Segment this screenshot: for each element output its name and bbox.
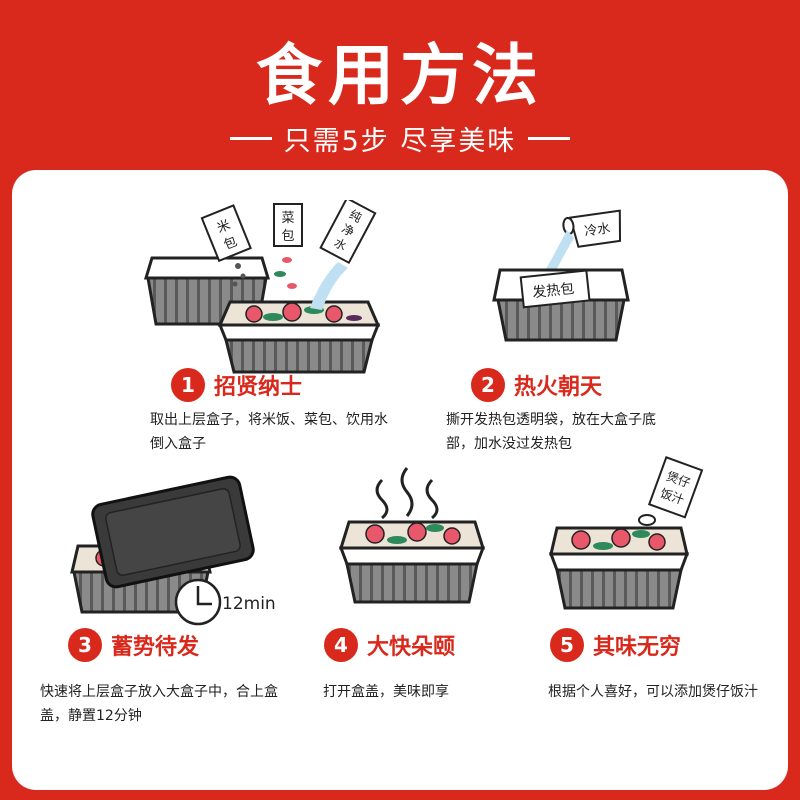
svg-text:菜: 菜 xyxy=(281,211,294,226)
subtitle-left-dash xyxy=(229,136,272,140)
step5-number-badge: 5 xyxy=(550,628,584,662)
step4-illustration xyxy=(337,452,487,622)
svg-text:净: 净 xyxy=(339,221,356,239)
step3-title: 蓄势待发 xyxy=(111,635,200,660)
step1-title: 招贤纳士 xyxy=(214,375,303,400)
step2-title: 热火朝天 xyxy=(514,375,603,400)
step1-heading: 1 招贤纳士 xyxy=(171,368,302,402)
subtitle: 只需5步 尽享美味 xyxy=(283,125,517,157)
svg-text:冷水: 冷水 xyxy=(583,221,611,239)
food-tray-body xyxy=(555,568,683,610)
step2-desc: 撕开发热包透明袋，放在大盒子底部，加水没过发热包 xyxy=(446,412,656,452)
water-pack-icon: 纯 净 水 xyxy=(319,196,377,265)
step5-desc: 根据个人喜好，可以添加煲仔饭汁 xyxy=(548,684,758,700)
step4-title: 大快朵颐 xyxy=(367,635,456,660)
step4-heading: 4 大快朵颐 xyxy=(324,628,455,662)
step5-illustration: 煲仔 饭汁 xyxy=(547,456,717,622)
water-stream xyxy=(310,262,348,310)
big-tray-body xyxy=(496,298,626,342)
step4-desc: 打开盒盖，美味即享 xyxy=(323,684,449,700)
timer-label: 12min xyxy=(222,594,276,614)
rice-pack-label: 米 xyxy=(215,218,233,237)
step1-desc: 取出上层盒子，将米饭、菜包、饮用水倒入盒子 xyxy=(150,412,388,452)
step1-number-badge: 1 xyxy=(171,368,205,402)
empty-tray-rim xyxy=(143,256,271,280)
step3-illustration: 12min xyxy=(68,462,288,632)
food-tray-body xyxy=(224,338,374,374)
heat-pack-icon: 发热包 xyxy=(519,269,591,309)
step2-number-badge: 2 xyxy=(471,368,505,402)
subtitle-right-dash xyxy=(528,136,571,140)
step5-heading: 5 其味无穷 xyxy=(550,628,681,662)
subtitle-row: 只需5步 尽享美味 xyxy=(0,120,800,157)
svg-text:水: 水 xyxy=(332,236,349,254)
clock-icon xyxy=(174,578,222,626)
svg-text:发热包: 发热包 xyxy=(532,281,575,301)
page-title: 食用方法 xyxy=(256,37,544,114)
cold-water-cup-icon: 冷水 xyxy=(562,209,622,248)
instructions-card: 米 包 菜 包 纯 净 水 xyxy=(12,170,788,790)
step2-heading: 2 热火朝天 xyxy=(471,368,602,402)
svg-text:包: 包 xyxy=(222,234,240,253)
step3-heading: 3 蓄势待发 xyxy=(68,628,199,662)
sauce-pack-icon: 煲仔 饭汁 xyxy=(647,456,704,519)
veg-pack-icon: 菜 包 xyxy=(273,203,303,247)
step2-illustration: 冷水 发热包 xyxy=(472,200,642,360)
svg-text:包: 包 xyxy=(281,229,294,244)
rice-pack-icon: 米 包 xyxy=(200,204,252,263)
step4-number-badge: 4 xyxy=(324,628,358,662)
step3-number-badge: 3 xyxy=(68,628,102,662)
step1-illustration: 米 包 菜 包 纯 净 水 xyxy=(142,196,392,375)
step3-desc: 快速将上层盒子放入大盒子中，合上盒盖，静置12分钟 xyxy=(40,684,278,724)
steam-icon xyxy=(375,467,439,520)
tray-lid-icon xyxy=(91,475,255,589)
svg-text:纯: 纯 xyxy=(347,207,364,225)
food-tray-body xyxy=(345,562,479,604)
step5-title: 其味无穷 xyxy=(593,635,682,660)
